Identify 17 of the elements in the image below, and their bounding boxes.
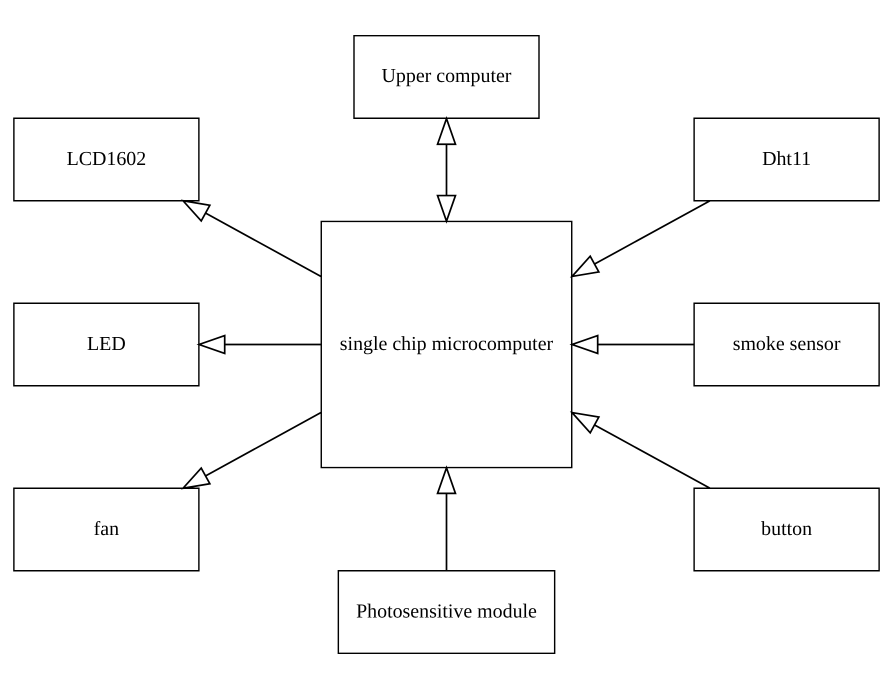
node-box: LCD1602 [13,117,200,201]
arrow [570,200,710,278]
arrow [436,464,457,570]
node-box: smoke sensor [693,302,880,386]
node-box: fan [13,487,200,571]
arrow [196,334,321,354]
arrow [180,411,322,489]
arrow [180,199,322,277]
node-box: Dht11 [693,117,880,201]
node-box: button [693,487,880,571]
node-box: Upper computer [353,34,540,118]
node-box: LED [13,302,200,386]
arrow [570,410,710,488]
node-box: Photosensitive module [338,570,556,654]
arrow [436,116,457,224]
arrow [569,334,694,354]
node-box: single chip microcomputer [320,220,572,468]
